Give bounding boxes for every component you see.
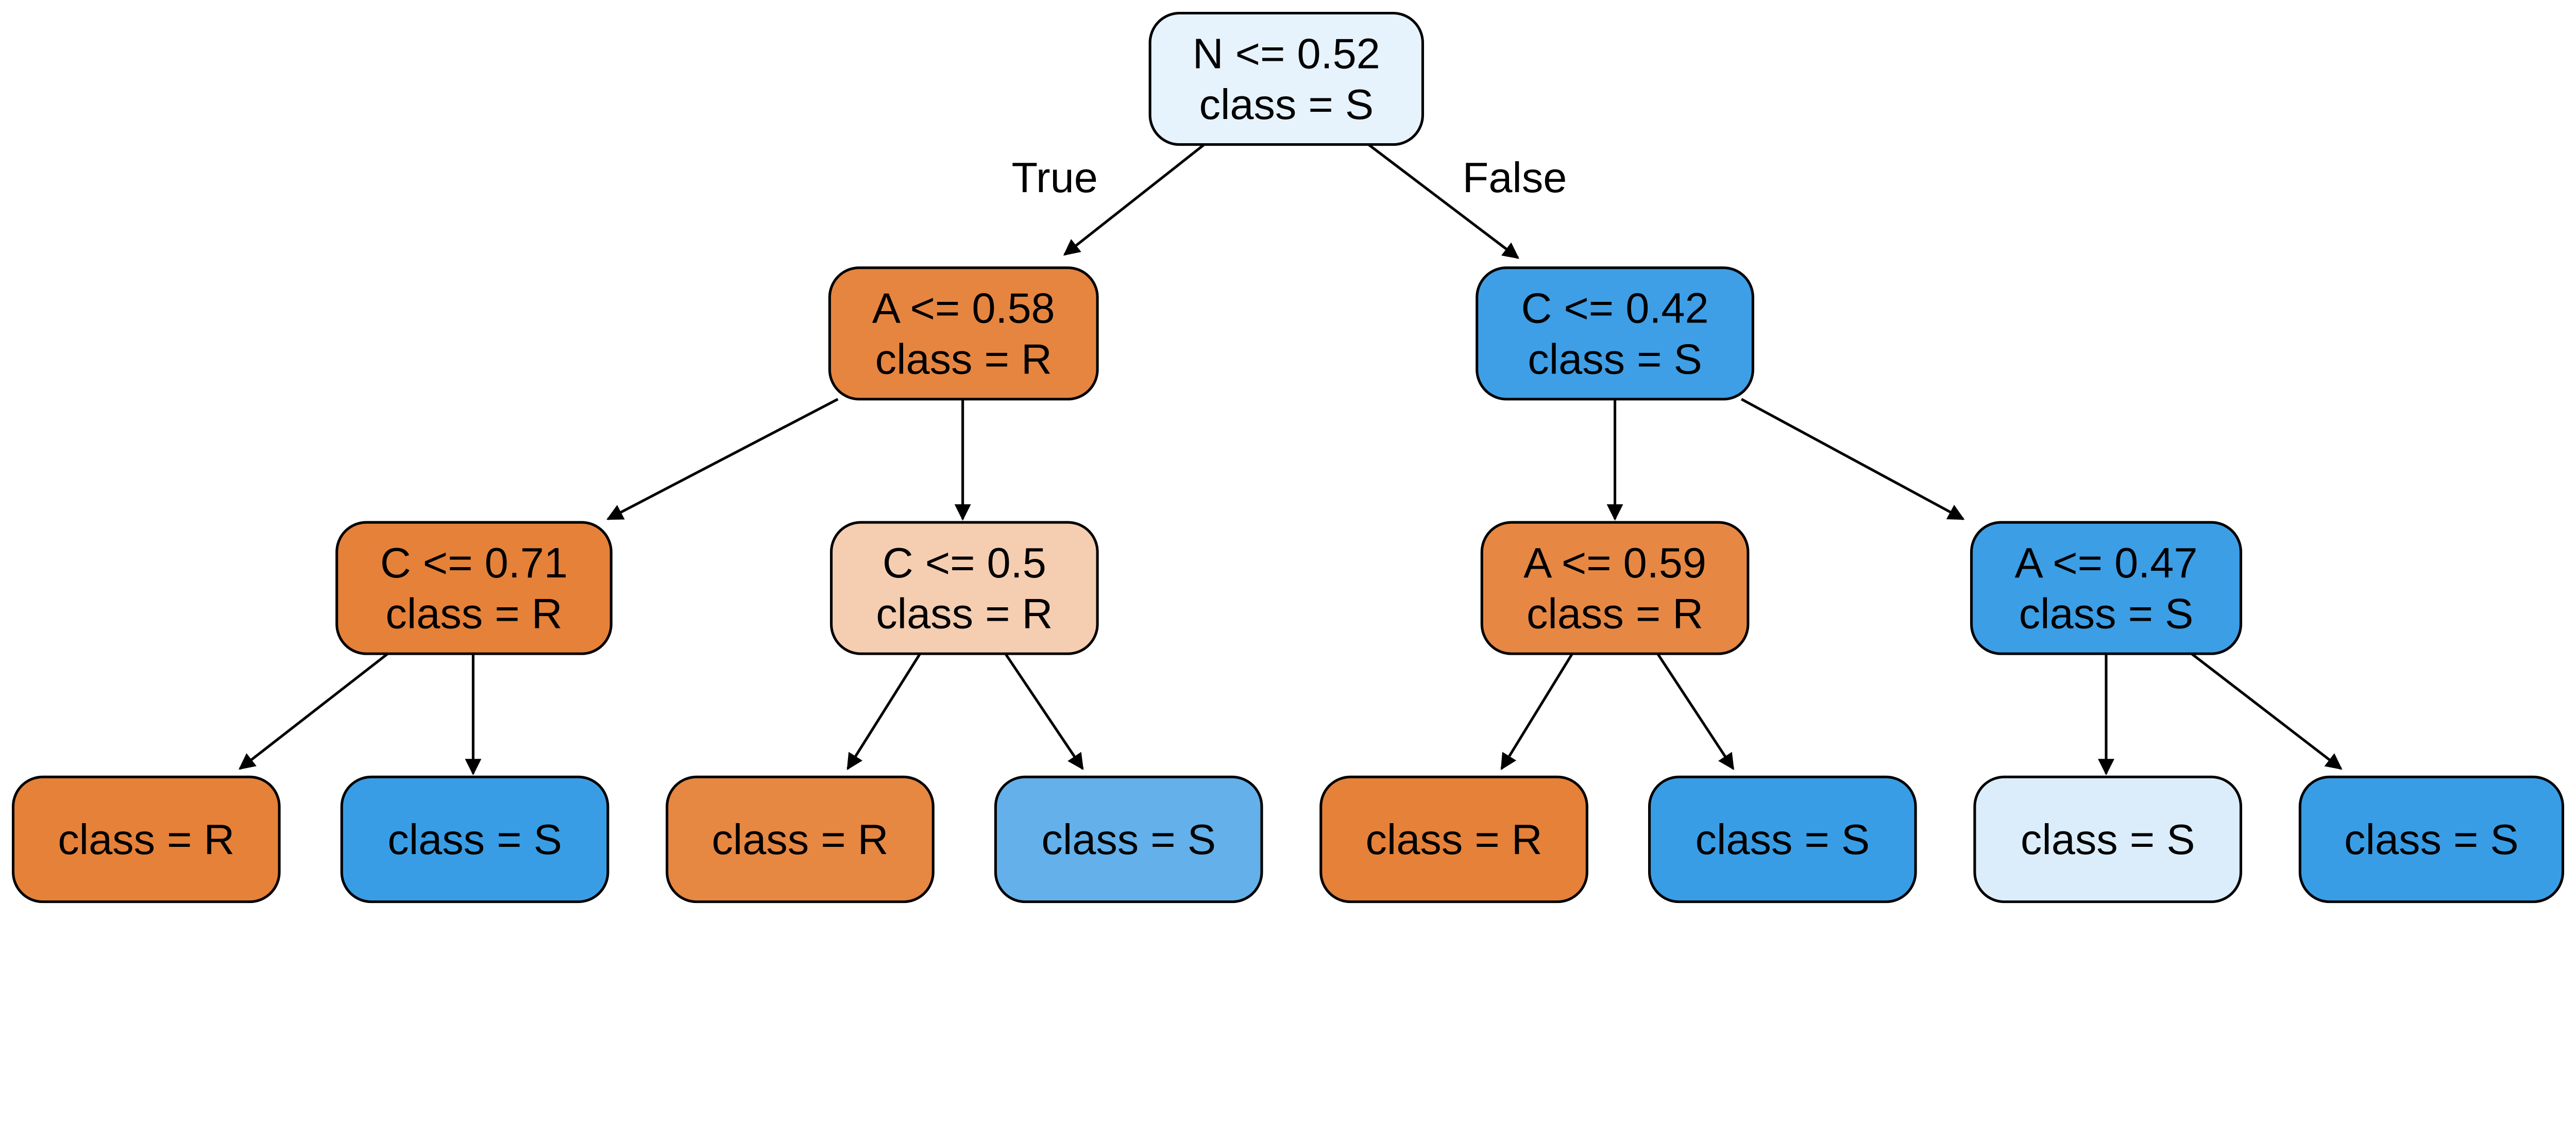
node-box — [340, 775, 609, 904]
node-box — [1480, 521, 1750, 655]
tree-node-l4: class = S — [994, 775, 1263, 904]
node-box — [828, 266, 1099, 401]
node-class-label: class = S — [1041, 815, 1216, 863]
node-split-rule: A <= 0.47 — [2015, 539, 2198, 587]
node-box — [829, 521, 1099, 655]
edge-label-false: False — [1463, 154, 1567, 201]
node-class-label: class = R — [875, 335, 1052, 383]
node-class-label: class = R — [711, 815, 888, 863]
edge-n5-l6 — [1656, 653, 1735, 771]
node-box — [1648, 775, 1917, 904]
node-box — [666, 775, 935, 904]
edge-n4-l3 — [846, 653, 921, 771]
node-box — [11, 775, 281, 904]
node-class-label: class = S — [387, 815, 562, 863]
edge-label-true: True — [1012, 154, 1098, 201]
node-box — [1970, 521, 2243, 655]
tree-node-l2: class = S — [340, 775, 609, 904]
edge-n5-l5 — [1500, 653, 1573, 771]
node-class-label: class = S — [1199, 80, 1374, 128]
edges-group: True False — [239, 143, 2343, 776]
node-box — [2298, 775, 2565, 904]
node-box — [1148, 11, 1425, 146]
node-class-label: class = R — [876, 590, 1053, 638]
tree-node-l7: class = S — [1973, 775, 2243, 904]
node-box — [994, 775, 1263, 904]
node-split-rule: C <= 0.42 — [1521, 284, 1709, 332]
edge-n2-n6 — [1740, 398, 1965, 520]
node-box — [1973, 775, 2243, 904]
node-class-label: class = R — [385, 590, 562, 638]
node-class-label: class = S — [1696, 815, 1870, 863]
tree-node-l1: class = R — [11, 775, 281, 904]
node-split-rule: C <= 0.71 — [380, 539, 568, 587]
node-class-label: class = S — [2344, 815, 2519, 863]
tree-node-l8: class = S — [2298, 775, 2565, 904]
node-split-rule: A <= 0.59 — [1523, 539, 1706, 587]
tree-node-l3: class = R — [666, 775, 935, 904]
tree-node-l6: class = S — [1648, 775, 1917, 904]
node-box — [1476, 266, 1754, 401]
node-split-rule: A <= 0.58 — [872, 284, 1055, 332]
tree-node-l5: class = R — [1319, 775, 1588, 904]
node-class-label: class = S — [1528, 335, 1702, 383]
node-split-rule: N <= 0.52 — [1193, 29, 1380, 77]
node-box — [335, 521, 613, 655]
edge-root-n1 — [1063, 143, 1205, 256]
node-box — [1319, 775, 1588, 904]
node-split-rule: C <= 0.5 — [883, 539, 1046, 587]
edge-n3-l1 — [239, 653, 389, 770]
node-class-label: class = R — [1527, 590, 1703, 638]
edge-n4-l4 — [1004, 653, 1084, 770]
node-class-label: class = R — [58, 815, 234, 863]
edge-n1-n3 — [606, 398, 839, 520]
edge-n6-l8 — [2191, 653, 2343, 770]
node-class-label: class = S — [2019, 590, 2194, 638]
node-class-label: class = R — [1365, 815, 1542, 863]
edge-root-n2 — [1367, 143, 1519, 259]
node-class-label: class = S — [2021, 815, 2195, 863]
